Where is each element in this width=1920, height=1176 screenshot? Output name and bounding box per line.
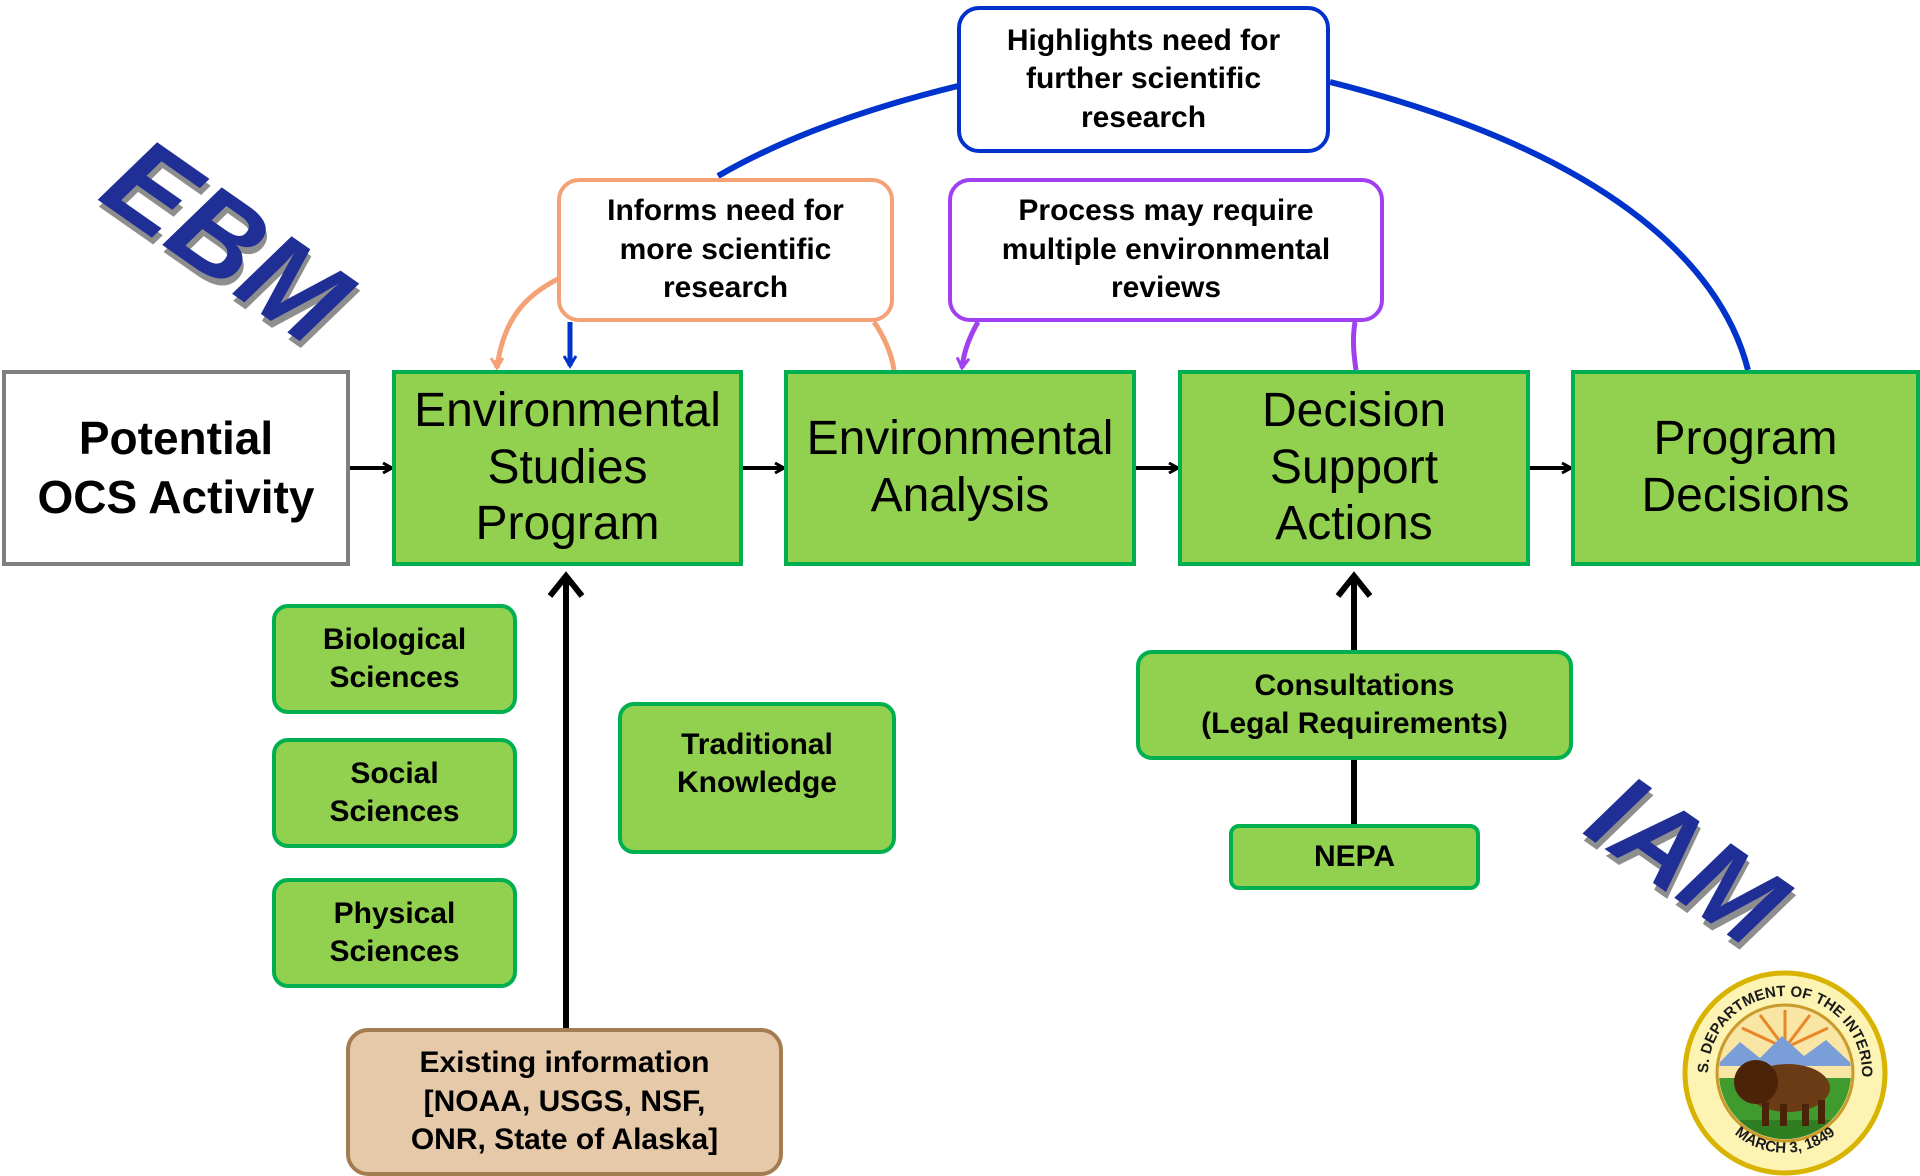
informs-arrow: [494, 275, 897, 371]
arrowhead-existing: [547, 571, 585, 598]
box-environmental-analysis: Environmental Analysis: [784, 370, 1136, 566]
box-existing-information: Existing information [NOAA, USGS, NSF, O…: [346, 1028, 783, 1176]
callout-highlights: Highlights need for further scientific r…: [957, 6, 1330, 153]
box-social-sciences: Social Sciences: [272, 738, 517, 848]
box-decision-support-actions: Decision Support Actions: [1178, 370, 1530, 566]
box-program-decisions: Program Decisions: [1571, 370, 1920, 566]
highlights-arc: [1329, 79, 1751, 371]
callout-process-reviews: Process may require multiple environment…: [948, 178, 1384, 322]
arrowhead-consultations: [1335, 571, 1373, 598]
box-nepa: NEPA: [1229, 824, 1480, 890]
box-traditional-knowledge: Traditional Knowledge: [618, 702, 896, 854]
highlights-arc-left: [716, 83, 959, 179]
box-biological-sciences: Biological Sciences: [272, 604, 517, 714]
box-physical-sciences: Physical Sciences: [272, 878, 517, 988]
box-potential-ocs-activity: Potential OCS Activity: [2, 370, 350, 566]
callout-informs: Informs need for more scientific researc…: [557, 178, 894, 322]
reviews-arrow-left: [962, 320, 981, 368]
bison-seal-icon: U.S. DEPARTMENT OF THE INTERIOR MARCH 3,…: [1680, 970, 1888, 1176]
reviews-arrow-right: [1350, 321, 1359, 371]
box-environmental-studies-program: Environmental Studies Program: [392, 370, 743, 566]
box-consultations: Consultations (Legal Requirements): [1136, 650, 1573, 760]
